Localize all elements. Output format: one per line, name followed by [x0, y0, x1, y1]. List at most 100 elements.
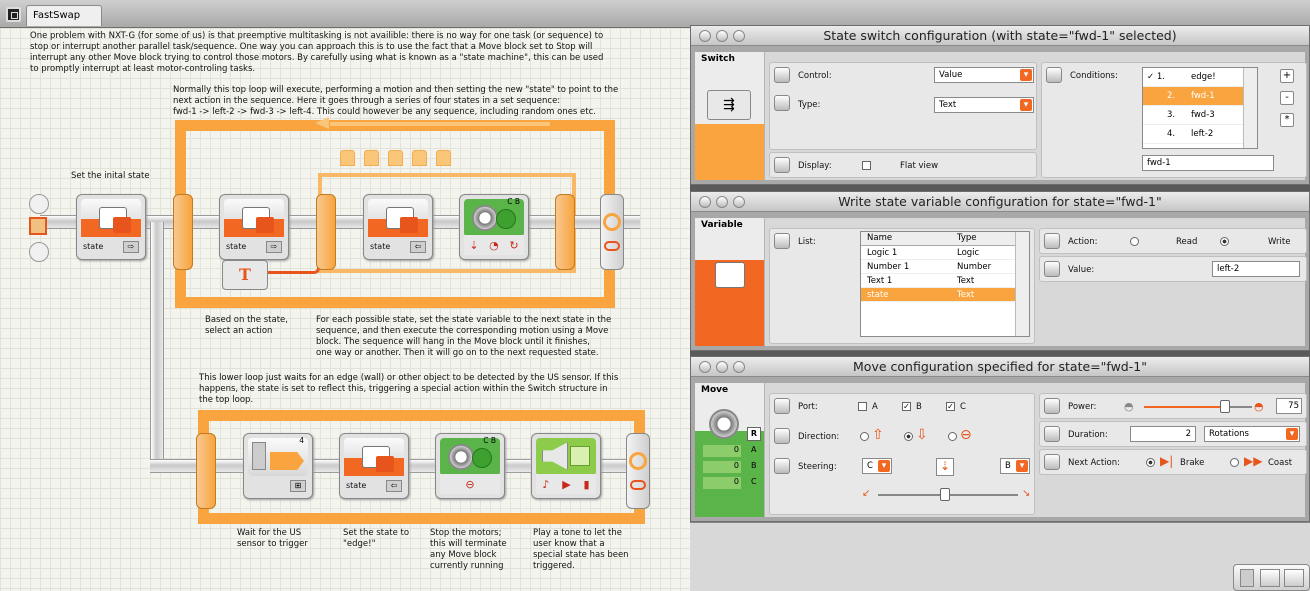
condition-row[interactable]: 5.left-4 — [1143, 144, 1257, 148]
zoom-icon[interactable] — [733, 196, 745, 208]
minimize-icon[interactable] — [716, 361, 728, 373]
window-controls[interactable] — [699, 196, 745, 208]
col-type-header[interactable]: Type — [957, 233, 977, 243]
switch-tab[interactable] — [412, 150, 427, 166]
write-variable-block[interactable]: state ⇦ — [363, 194, 433, 260]
zoom-icon[interactable] — [1284, 569, 1304, 587]
backward-radio[interactable] — [904, 432, 913, 441]
switch-tab[interactable] — [436, 150, 451, 166]
zoom-icon[interactable] — [733, 30, 745, 42]
stop-radio[interactable] — [948, 432, 957, 441]
stop-motors-block[interactable]: C B ⊖ — [435, 433, 505, 499]
sound-block[interactable]: ♪▶▮ — [531, 433, 601, 499]
port-b-checkbox[interactable]: ✓ — [902, 402, 911, 411]
loop-end-cap[interactable] — [626, 433, 650, 509]
conditions-scrollbar[interactable] — [1243, 68, 1257, 148]
duration-label: Duration: — [1068, 430, 1108, 440]
port-a-checkbox[interactable] — [858, 402, 867, 411]
init-variable-block[interactable]: state ⇨ — [76, 194, 146, 260]
set-state-block[interactable]: state ⇦ — [339, 433, 409, 499]
start-connector[interactable] — [29, 242, 49, 262]
switch-start-cap[interactable] — [316, 194, 336, 270]
wait-sensor-block[interactable]: 4 ⊞ — [243, 433, 313, 499]
remove-condition-button[interactable]: - — [1280, 91, 1294, 105]
wait-note: Wait for the US sensor to trigger — [237, 528, 308, 550]
switch-end-cap[interactable] — [555, 194, 575, 270]
switch-tab[interactable] — [388, 150, 403, 166]
control-select[interactable]: Value — [934, 67, 1034, 83]
close-icon[interactable] — [699, 361, 711, 373]
write-radio[interactable] — [1220, 237, 1229, 246]
gear-icon — [448, 444, 474, 470]
read-radio[interactable] — [1130, 237, 1139, 246]
close-icon[interactable] — [699, 196, 711, 208]
close-icon[interactable] — [699, 30, 711, 42]
block-name: Variable — [701, 220, 743, 230]
start-icon[interactable] — [29, 217, 47, 235]
coast-radio[interactable] — [1230, 458, 1239, 467]
add-condition-button[interactable]: + — [1280, 69, 1294, 83]
conditions-list[interactable]: ✓ 1.edge! 2.fwd-1 3.fwd-3 4.left-2 5.lef… — [1142, 67, 1258, 149]
loop-end-cap[interactable] — [600, 194, 624, 270]
steer-right-select[interactable]: B — [1000, 458, 1030, 474]
gear-icon — [709, 409, 739, 439]
condition-row[interactable]: 3.fwd-3 — [1143, 106, 1257, 125]
note-line: Based on the state, — [205, 315, 288, 325]
motor-ports-label: C B — [483, 436, 496, 445]
text-type-block[interactable]: T — [222, 260, 268, 290]
port-c-checkbox[interactable]: ✓ — [946, 402, 955, 411]
col-name-header[interactable]: Name — [867, 233, 893, 243]
motor-icon — [496, 209, 516, 229]
tab-fastswap[interactable]: FastSwap — [26, 5, 102, 26]
move-block[interactable]: C B ⇣◔↻ — [459, 194, 529, 260]
condition-row[interactable]: ✓ 1.edge! — [1143, 68, 1257, 87]
loop-start-cap[interactable] — [196, 433, 216, 509]
rotation-counter-reset[interactable]: R — [747, 427, 761, 441]
steer-left-select[interactable]: C — [862, 458, 892, 474]
default-condition-button[interactable]: * — [1280, 113, 1294, 127]
block-label: state — [346, 481, 367, 490]
value-field[interactable]: left-2 — [1212, 261, 1300, 277]
window-controls[interactable] — [699, 361, 745, 373]
sequence-beam-vertical — [150, 222, 164, 462]
condition-row[interactable]: 4.left-2 — [1143, 125, 1257, 144]
note-line: sensor to trigger — [237, 539, 308, 549]
switch-tab[interactable] — [340, 150, 355, 166]
start-connector[interactable] — [29, 194, 49, 214]
navigation-controls[interactable] — [1233, 564, 1310, 591]
power-slider[interactable] — [1144, 406, 1252, 408]
power-slider-thumb[interactable] — [1220, 400, 1230, 413]
forward-radio[interactable] — [860, 432, 869, 441]
minimize-icon[interactable] — [716, 30, 728, 42]
type-select[interactable]: Text — [934, 97, 1034, 113]
variable-list-scrollbar[interactable] — [1015, 232, 1029, 336]
steer-right-icon: ↘ — [1022, 488, 1031, 499]
window-controls[interactable] — [699, 30, 745, 42]
steering-slider-thumb[interactable] — [940, 488, 950, 501]
nxt-brick-icon[interactable] — [1240, 569, 1254, 587]
duration-unit-select[interactable]: Rotations — [1204, 426, 1300, 442]
note-line: select an action — [205, 326, 273, 336]
list-icon — [774, 233, 790, 249]
flat-view-checkbox[interactable] — [862, 161, 871, 170]
condition-row-selected[interactable]: 2.fwd-1 — [1143, 87, 1257, 106]
block-preview: Variable — [695, 218, 765, 346]
power-field[interactable]: 75 — [1276, 398, 1302, 414]
zoom-icon[interactable] — [733, 361, 745, 373]
program-canvas[interactable]: One problem with NXT-G (for some of us) … — [0, 28, 690, 591]
loop-start-cap[interactable] — [173, 194, 193, 270]
minimize-icon[interactable] — [716, 196, 728, 208]
pan-icon[interactable] — [1260, 569, 1280, 587]
read-variable-block[interactable]: state ⇨ — [219, 194, 289, 260]
panel-title: Write state variable configuration for s… — [838, 194, 1162, 209]
window-menu-icon[interactable] — [6, 7, 21, 22]
brake-radio[interactable] — [1146, 458, 1155, 467]
switch-tab[interactable] — [364, 150, 379, 166]
condition-value-field[interactable]: fwd-1 — [1142, 155, 1274, 171]
duration-field[interactable]: 2 — [1130, 426, 1196, 442]
